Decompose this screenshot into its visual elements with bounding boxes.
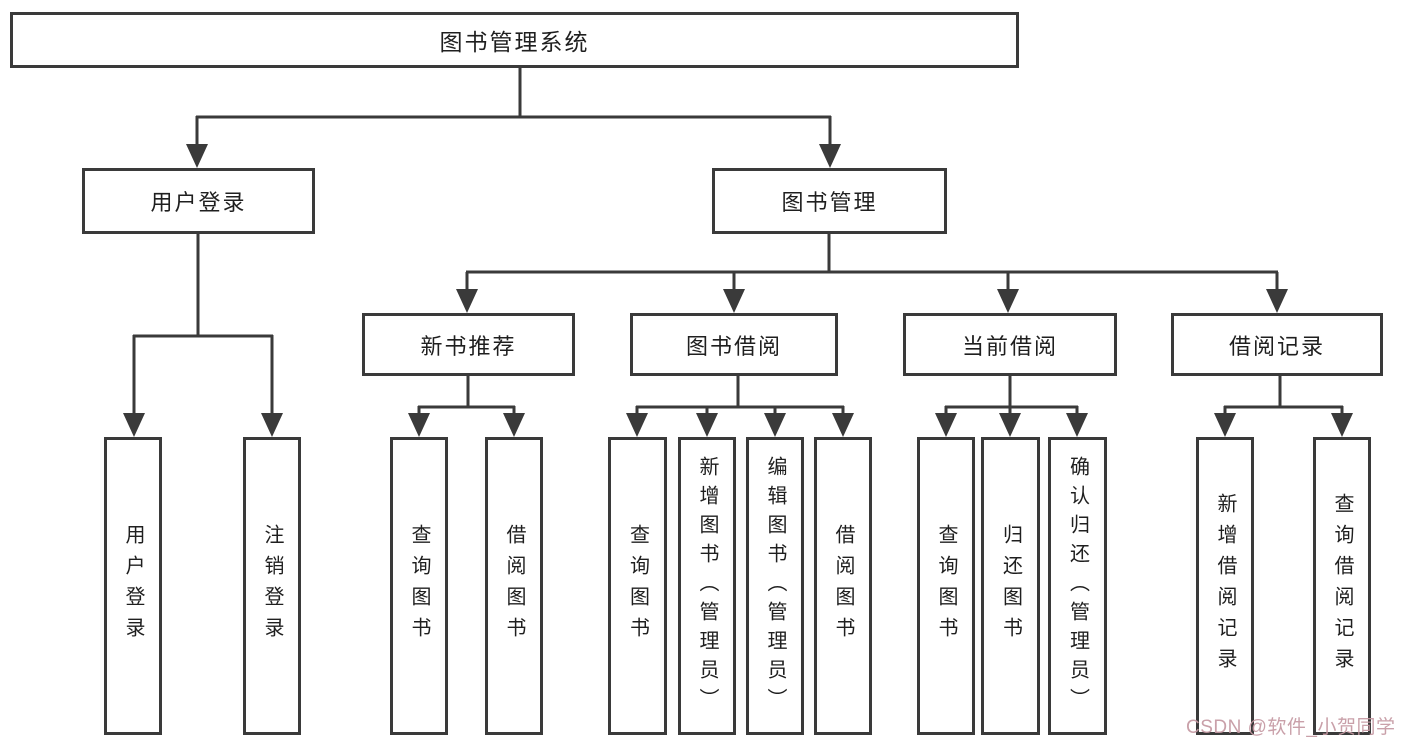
node-label: 图书管理系统: [439, 29, 590, 55]
leaf-logout: 注销登录: [243, 437, 301, 735]
node-label: 确认归还（管理员）: [1066, 455, 1089, 717]
leaf-query-books-current: 查询图书: [917, 437, 975, 735]
node-label: 借阅图书: [832, 524, 854, 648]
leaf-user-login: 用户登录: [104, 437, 162, 735]
node-label: 借阅图书: [503, 524, 525, 648]
leaf-confirm-return-admin: 确认归还（管理员）: [1048, 437, 1107, 735]
node-label: 借阅记录: [1228, 333, 1325, 359]
node-label: 用户登录: [122, 524, 144, 648]
node-label: 查询借阅记录: [1331, 493, 1353, 679]
leaf-return-books: 归还图书: [981, 437, 1040, 735]
node-label: 归还图书: [999, 524, 1022, 648]
node-label: 图书管理: [781, 190, 878, 215]
node-label: 当前借阅: [961, 333, 1058, 359]
node-label: 新书推荐: [420, 333, 517, 359]
node-new-book-recommend: 新书推荐: [362, 313, 575, 376]
leaf-add-books-admin: 新增图书（管理员）: [678, 437, 736, 735]
node-label: 注销登录: [261, 524, 283, 648]
node-label: 新增图书（管理员）: [696, 455, 718, 717]
node-label: 新增借阅记录: [1214, 493, 1236, 679]
node-root-library-system: 图书管理系统: [10, 12, 1019, 68]
leaf-query-books-newbook: 查询图书: [390, 437, 448, 735]
node-label: 查询图书: [408, 524, 430, 648]
leaf-edit-books-admin: 编辑图书（管理员）: [746, 437, 804, 735]
node-label: 查询图书: [935, 524, 957, 648]
node-user-login: 用户登录: [82, 168, 315, 234]
leaf-query-borrow-record: 查询借阅记录: [1313, 437, 1371, 735]
node-current-borrow: 当前借阅: [903, 313, 1117, 376]
leaf-borrow-books-newbook: 借阅图书: [485, 437, 543, 735]
node-borrow-records: 借阅记录: [1171, 313, 1383, 376]
leaf-add-borrow-record: 新增借阅记录: [1196, 437, 1254, 735]
arrowhead-icons: [123, 144, 1353, 437]
node-label: 查询图书: [626, 524, 649, 648]
node-book-management: 图书管理: [712, 168, 947, 234]
node-label: 图书借阅: [685, 333, 782, 359]
node-label: 编辑图书（管理员）: [764, 455, 786, 717]
leaf-query-books-borrow: 查询图书: [608, 437, 667, 735]
leaf-borrow-books: 借阅图书: [814, 437, 872, 735]
node-book-borrow: 图书借阅: [630, 313, 838, 376]
csdn-watermark: CSDN @软件_小贺同学: [1186, 717, 1396, 738]
node-label: 用户登录: [150, 190, 247, 215]
